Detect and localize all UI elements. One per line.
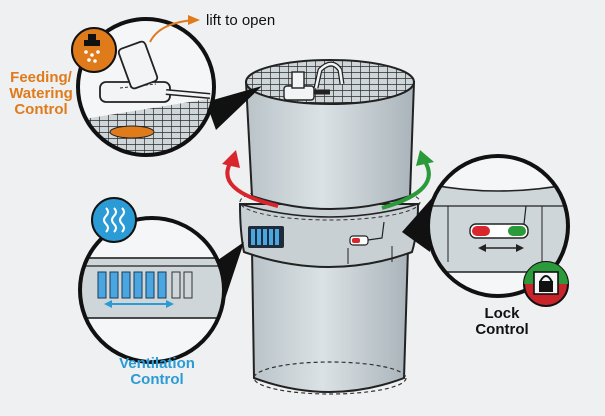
ventilation-detail-circle xyxy=(78,216,226,364)
lock-label-line1: Lock xyxy=(484,305,520,322)
rotate-left-arrow xyxy=(225,158,279,208)
ventilation-label-line2: Control xyxy=(130,370,184,388)
air-waves-icon xyxy=(91,197,137,243)
feeding-watering-control-label: Feeding/ Watering Control xyxy=(2,70,80,117)
lock-label-line2: Control xyxy=(475,320,529,338)
lock-detail-circle xyxy=(426,154,570,298)
rotate-right-arrow xyxy=(381,158,431,210)
feeding-detail-circle xyxy=(76,17,216,157)
ventilation-control-label: Ventilation Control xyxy=(102,356,212,388)
padlock-icon xyxy=(523,261,569,307)
water-drop-icon xyxy=(71,27,117,73)
ventilation-label-line1: Ventilation xyxy=(119,355,195,372)
feeding-label-line2: Watering xyxy=(9,84,73,102)
lock-control-label: Lock Control xyxy=(462,306,542,338)
lift-to-open-label: lift to open xyxy=(206,12,276,29)
feeding-label-line3: Control xyxy=(14,100,68,118)
canister xyxy=(238,59,421,395)
vent-slots xyxy=(97,271,167,299)
feeding-label-line1: Feeding/ xyxy=(10,69,72,86)
